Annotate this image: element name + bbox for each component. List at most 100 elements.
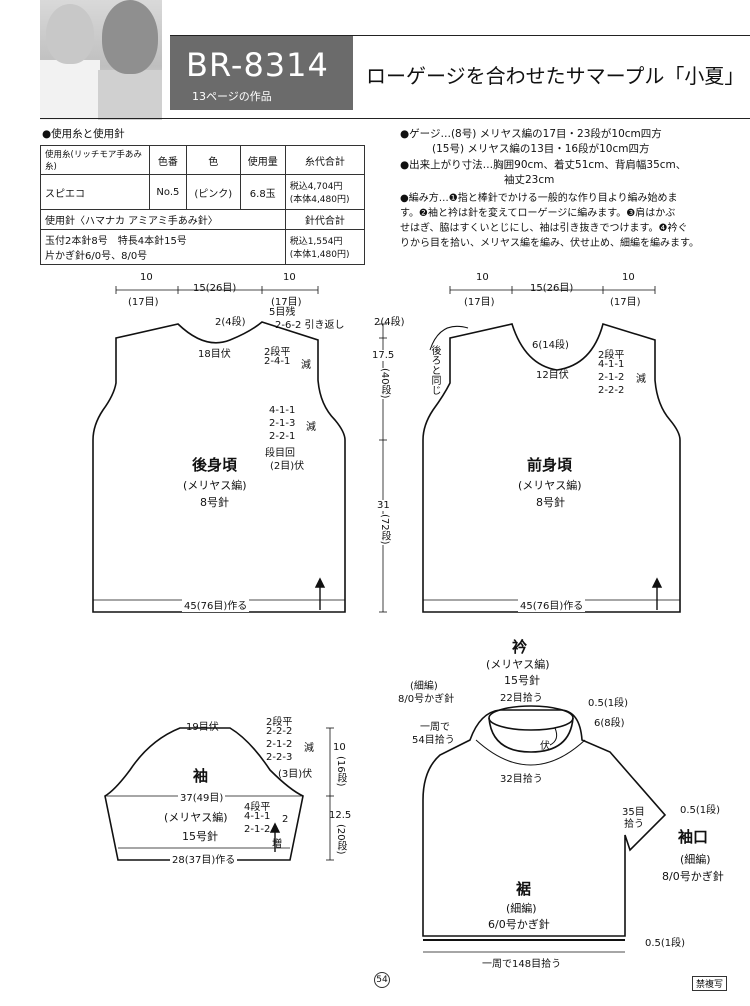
back-w-mid: 15(26目) xyxy=(193,283,237,294)
method-1: ●編み方…❶指と棒針でかける一般的な作り目より編み始めま xyxy=(400,193,678,204)
hem-h: 0.5(1段) xyxy=(645,938,686,949)
front-body-outline xyxy=(422,322,681,613)
needle-cost-sub: (本体1,480円) xyxy=(289,250,350,260)
needle-cost-cell: 税込1,554円 (本体1,480円) xyxy=(284,229,366,265)
mid-body: 31 xyxy=(377,500,390,511)
col-amount: 使用量 xyxy=(239,145,286,175)
header-bottom-rule xyxy=(40,118,750,119)
pattern-code: BR-8314 xyxy=(186,46,329,84)
sleeve-inc-3: 2-1-2 xyxy=(244,824,271,835)
gauge-1: ●ゲージ…(8号) メリヤス編の17目・23段が10cm四方 xyxy=(400,128,662,140)
front-same-as-back: 後ろと同じ xyxy=(429,345,440,395)
front-neck-dec: 減 xyxy=(636,374,646,385)
yarn-cost: 税込4,704円 xyxy=(289,182,343,192)
back-arm-dec: 減 xyxy=(306,422,316,433)
sleeve-name: 袖 xyxy=(193,767,209,785)
sleeve-inc: 増 xyxy=(272,839,282,850)
sleeve-inc-2: 4-1-1 xyxy=(244,811,271,822)
sleeve-outline xyxy=(104,727,304,861)
collar-pick-bottom: 32目拾う xyxy=(500,774,543,785)
needles-2: 片かぎ針6/0号、8/0号 xyxy=(45,251,148,262)
collar-collar-h: 6(8段) xyxy=(594,718,625,729)
hem-name: 裾 xyxy=(516,880,532,898)
assembled-outline xyxy=(422,709,667,937)
back-neck-dec-1: 2段平 xyxy=(264,347,291,358)
mid-armhole-rows: (40段) xyxy=(377,368,392,399)
back-cast-on: 45(76目)作る xyxy=(182,597,250,612)
sleeve-cap-h: 10 xyxy=(333,742,346,753)
front-neck-bind: 12目伏 xyxy=(536,370,569,381)
back-body-outline xyxy=(92,321,346,613)
back-shoulder-1: 5目残 xyxy=(269,307,296,318)
sleeve-needle: 15号針 xyxy=(182,830,218,843)
code-box xyxy=(170,35,353,110)
mid-armhole: 17.5 xyxy=(372,350,395,361)
sleeve-inc-1: 4段平 xyxy=(244,802,271,813)
back-w-left: 10 xyxy=(140,272,153,283)
back-name: 後身頃 xyxy=(192,456,238,474)
collar-pick-top: 22目拾う xyxy=(500,693,543,704)
back-shoulder-2: 2-6-2 引き返し xyxy=(275,320,345,331)
sleeve-cap-3: 2-1-2 xyxy=(266,739,293,750)
front-stitch: (メリヤス編) xyxy=(518,479,582,492)
collar-edge-stitch: (細編) xyxy=(410,681,438,692)
back-arm-1: 4-1-1 xyxy=(269,405,296,416)
sleeve-stitch: (メリヤス編) xyxy=(164,811,228,824)
back-neck-depth: 2(4段) xyxy=(215,317,246,328)
back-neck-dec-2: 2-4-1 xyxy=(264,356,291,367)
size-2: 袖丈23cm xyxy=(504,174,555,186)
sleeve-cap-2: 2-2-2 xyxy=(266,726,293,737)
color-no: No.5 xyxy=(149,174,187,210)
sleeve-cap-1: 2段平 xyxy=(266,717,293,728)
cuff-h: 0.5(1段) xyxy=(680,805,721,816)
copyright-notice: 禁複写 xyxy=(692,976,728,991)
sleeve-body-h: 12.5 xyxy=(329,810,352,821)
hem-stitch: (細編) xyxy=(506,902,537,915)
front-w-right: 10 xyxy=(622,272,635,283)
front-w-mid: 15(26目) xyxy=(530,283,574,294)
page-title: ローゲージを合わせたサマープル「小夏」 xyxy=(366,64,745,88)
back-w-right-sub: (17目) xyxy=(271,297,302,308)
front-neck-3: 2-1-2 xyxy=(598,372,625,383)
model-photo xyxy=(40,0,162,120)
yarn-cost-sub: (本体4,480円) xyxy=(289,195,350,205)
method-4: りから目を拾い、メリヤス編を編み、伏せ止め、細編を編みます。 xyxy=(400,238,699,249)
collar-edge-hook: 8/0号かぎ針 xyxy=(398,694,455,705)
size-1: ●出来上がり寸法…胸囲90cm、着丈51cm、背肩幅35cm、 xyxy=(400,159,687,171)
front-w-right-sub: (17目) xyxy=(610,297,641,308)
needle-cost: 税込1,554円 xyxy=(289,237,343,247)
front-w-left-sub: (17目) xyxy=(464,297,495,308)
collar-needle: 15号針 xyxy=(504,674,540,687)
collar-edge-h: 0.5(1段) xyxy=(588,698,629,709)
hem-hook: 6/0号かぎ針 xyxy=(488,918,550,931)
back-arm-5: (2目)伏 xyxy=(270,461,305,472)
sleeve-bind: 19目伏 xyxy=(186,722,219,733)
cuff-hook: 8/0号かぎ針 xyxy=(662,870,724,883)
sleeve-cap-5: (3目)伏 xyxy=(278,769,313,780)
page-number: 54 xyxy=(374,972,390,988)
sleeve-inc-num: 2 xyxy=(282,814,289,825)
sleeve-cap-dec: 減 xyxy=(304,743,314,754)
back-arm-2: 2-1-3 xyxy=(269,418,296,429)
collar-stitch: (メリヤス編) xyxy=(486,658,550,671)
sleeve-body-rows: (20段) xyxy=(335,824,346,855)
back-needle: 8号針 xyxy=(200,496,229,509)
col-color: 色 xyxy=(185,145,241,175)
front-neck-2: 4-1-1 xyxy=(598,359,625,370)
method-3: せはぎ、脇はすくいとじにし、袖は引き抜きでつけます。❹衿ぐ xyxy=(400,223,688,234)
collar-round-1: 一周で xyxy=(420,722,450,733)
cuff-name: 袖口 xyxy=(678,828,709,846)
sleeve-cap-4: 2-2-3 xyxy=(266,752,293,763)
materials-table: 使用糸(リッチモア手あみ糸) 色番 色 使用量 糸代合計 スピエコ No.5 (… xyxy=(40,145,366,265)
front-cast-on: 45(76目)作る xyxy=(518,597,586,612)
yarn-name: スピエコ xyxy=(40,174,150,210)
color: (ピンク) xyxy=(185,174,241,210)
needles-1: 玉付2本針8号 特長4本針15号 xyxy=(45,236,187,247)
hem-pick: 一周で148目拾う xyxy=(482,959,562,970)
cuff-stitch: (細編) xyxy=(680,853,711,866)
collar-body xyxy=(488,717,574,753)
back-arm-4: 段目回 xyxy=(265,448,295,459)
neckline-curve xyxy=(475,739,586,766)
sleeve-width: 37(49目) xyxy=(178,789,226,804)
